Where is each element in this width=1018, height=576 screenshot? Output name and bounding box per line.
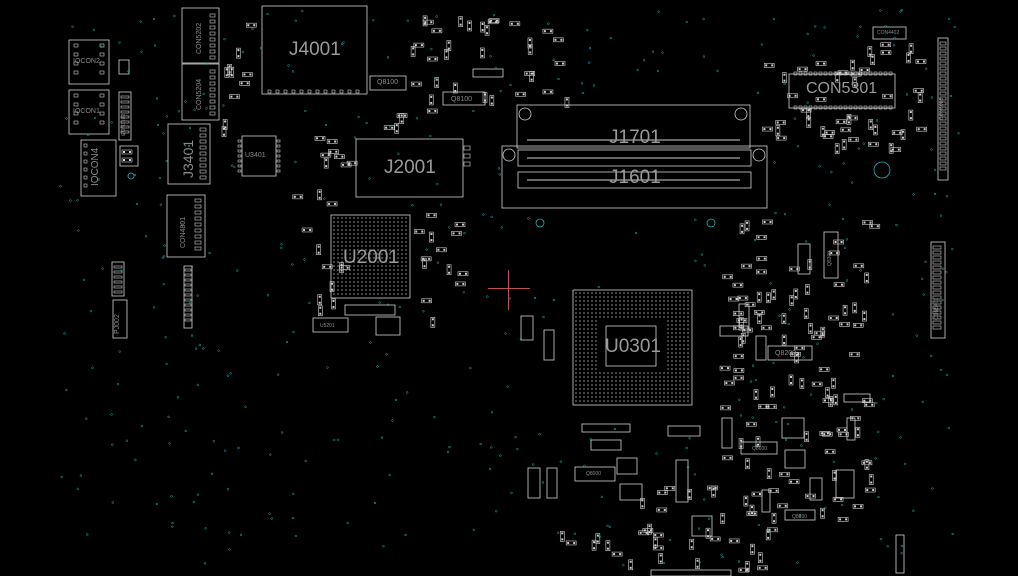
crosshair-cursor-icon	[488, 270, 530, 310]
